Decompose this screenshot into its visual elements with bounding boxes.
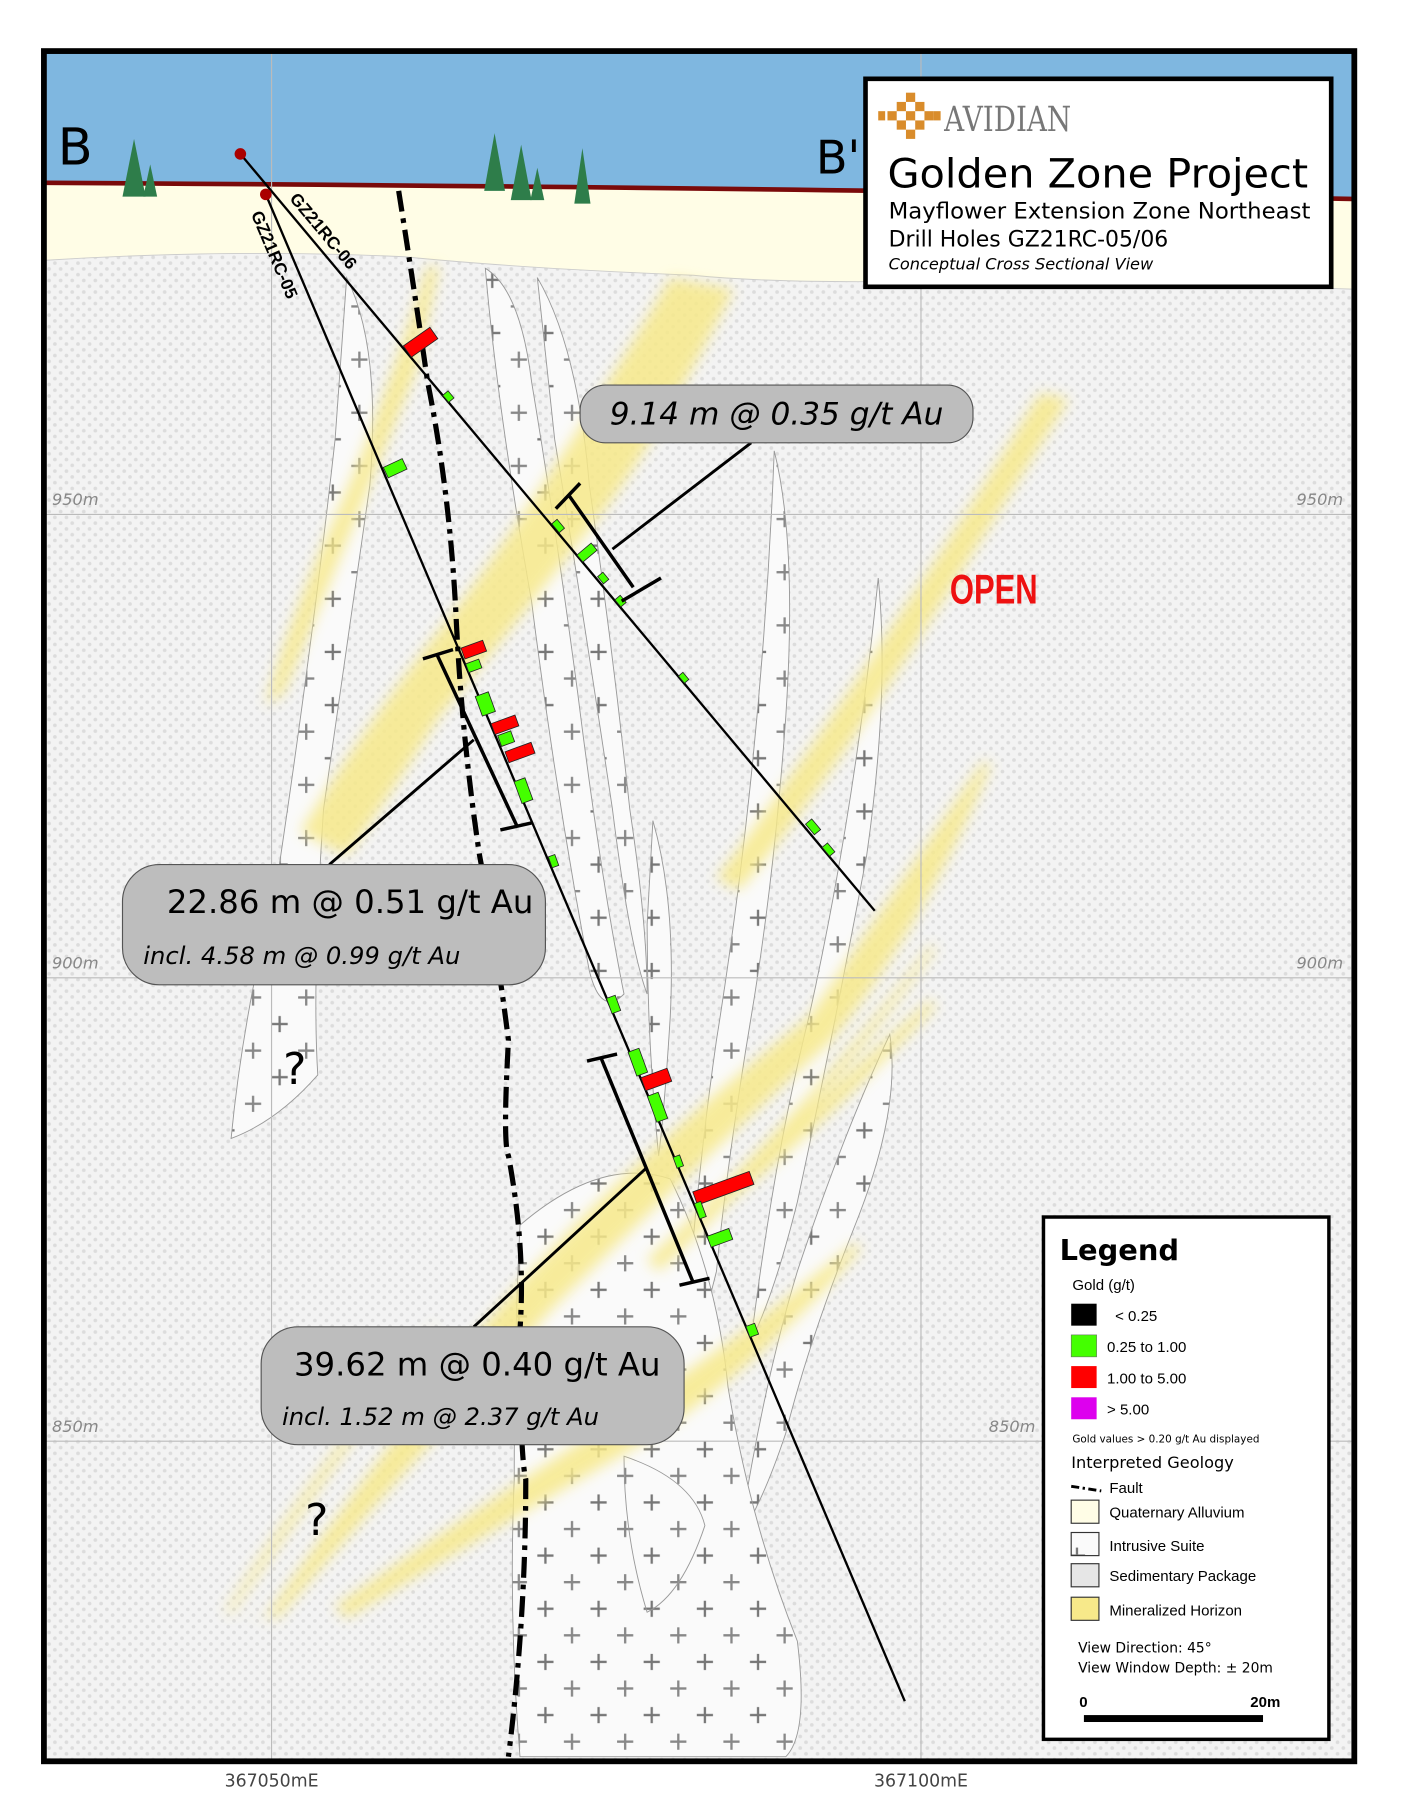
callout-incl-text: incl. 1.52 m @ 2.37 g/t Au bbox=[282, 1402, 599, 1431]
view-direction: View Direction: 45° bbox=[1078, 1641, 1212, 1657]
collar-gz21rc-05 bbox=[260, 188, 272, 201]
elevation-label-right-950: 950m bbox=[1297, 490, 1344, 509]
swatch-sedimentary bbox=[1070, 1563, 1100, 1588]
subtitle-zone: Mayflower Extension Zone Northeast bbox=[889, 200, 1311, 225]
legend-gold-note: Gold values > 0.20 g/t Au displayed bbox=[1072, 1433, 1259, 1445]
legend: Legend Gold (g/t) < 0.25 0.25 to 1.00 1.… bbox=[1041, 1215, 1331, 1742]
legend-label: Intrusive Suite bbox=[1109, 1538, 1204, 1555]
intrusive-suite bbox=[230, 267, 893, 1758]
assay-bars bbox=[382, 326, 836, 1338]
legend-label: > 5.00 bbox=[1107, 1402, 1149, 1419]
swatch-gold-0-25-1 bbox=[1070, 1334, 1097, 1358]
view-depth: View Window Depth: ± 20m bbox=[1078, 1660, 1273, 1676]
callout-main-text: 39.62 m @ 0.40 g/t Au bbox=[294, 1345, 661, 1383]
tree-icons bbox=[122, 133, 591, 204]
easting-label-367050: 367050mE bbox=[225, 1772, 319, 1792]
callout-leaders bbox=[328, 441, 752, 1328]
legend-label: Mineralized Horizon bbox=[1109, 1603, 1242, 1620]
scale-start: 0 bbox=[1079, 1694, 1087, 1711]
legend-label: 0.25 to 1.00 bbox=[1107, 1339, 1186, 1356]
elevation-label-left-900: 900m bbox=[52, 954, 99, 973]
easting-label-367100: 367100mE bbox=[874, 1772, 968, 1792]
question-mark-upper: ? bbox=[283, 1044, 306, 1095]
fault-line bbox=[396, 190, 529, 1758]
avidian-logo-icon bbox=[878, 92, 941, 139]
section-start-label: B bbox=[58, 117, 93, 176]
callout-22-86m: 22.86 m @ 0.51 g/t Au incl. 4.58 m @ 0.9… bbox=[121, 864, 546, 986]
subtitle-drill-holes: Drill Holes GZ21RC-05/06 bbox=[889, 227, 1169, 252]
section-end-label: B' bbox=[816, 131, 860, 185]
legend-label: < 0.25 bbox=[1115, 1308, 1157, 1325]
drill-hole-gz21rc-06 bbox=[239, 153, 876, 912]
callout-main-text: 9.14 m @ 0.35 g/t Au bbox=[610, 396, 944, 432]
title-box: AVIDIAN Golden Zone Project Mayflower Ex… bbox=[863, 76, 1334, 290]
elevation-label-right-900: 900m bbox=[1297, 954, 1344, 973]
callout-incl-text: incl. 4.58 m @ 0.99 g/t Au bbox=[143, 941, 460, 970]
legend-label: 1.00 to 5.00 bbox=[1107, 1370, 1186, 1387]
callout-main-text: 22.86 m @ 0.51 g/t Au bbox=[167, 883, 534, 921]
scale-end: 20m bbox=[1250, 1694, 1280, 1711]
legend-label: Fault bbox=[1109, 1480, 1143, 1497]
project-title: Golden Zone Project bbox=[887, 149, 1308, 197]
collar-gz21rc-06 bbox=[234, 148, 247, 160]
swatch-gold-gt-5 bbox=[1071, 1397, 1097, 1420]
logo-text: AVIDIAN bbox=[943, 100, 1071, 140]
legend-label: Quaternary Alluvium bbox=[1109, 1504, 1244, 1521]
question-mark-lower: ? bbox=[305, 1495, 328, 1546]
legend-title: Legend bbox=[1060, 1233, 1179, 1267]
scale-bar bbox=[1083, 1715, 1264, 1723]
elevation-label-right-850: 850m bbox=[989, 1417, 1036, 1436]
swatch-intrusive bbox=[1070, 1531, 1100, 1557]
open-label: OPEN bbox=[950, 565, 1038, 612]
legend-label: Sedimentary Package bbox=[1109, 1568, 1256, 1585]
interval-brackets bbox=[422, 482, 710, 1287]
fault-legend-icon bbox=[1070, 1484, 1102, 1493]
callout-9-14m: 9.14 m @ 0.35 g/t Au bbox=[579, 384, 974, 444]
swatch-alluvium bbox=[1070, 1499, 1100, 1524]
swatch-mineralized bbox=[1070, 1596, 1100, 1621]
swatch-gold-1-5 bbox=[1071, 1366, 1097, 1389]
subtitle-view: Conceptual Cross Sectional View bbox=[889, 254, 1154, 273]
callout-39-62m: 39.62 m @ 0.40 g/t Au incl. 1.52 m @ 2.3… bbox=[260, 1326, 685, 1446]
map-frame bbox=[41, 48, 1358, 1765]
swatch-gold-lt-0-25 bbox=[1071, 1303, 1097, 1326]
drill-hole-gz21rc-05 bbox=[264, 193, 906, 1702]
legend-geology-heading: Interpreted Geology bbox=[1071, 1453, 1234, 1472]
elevation-label-left-950: 950m bbox=[52, 490, 99, 509]
legend-gold-heading: Gold (g/t) bbox=[1072, 1277, 1135, 1294]
elevation-label-left-850: 850m bbox=[52, 1417, 99, 1436]
